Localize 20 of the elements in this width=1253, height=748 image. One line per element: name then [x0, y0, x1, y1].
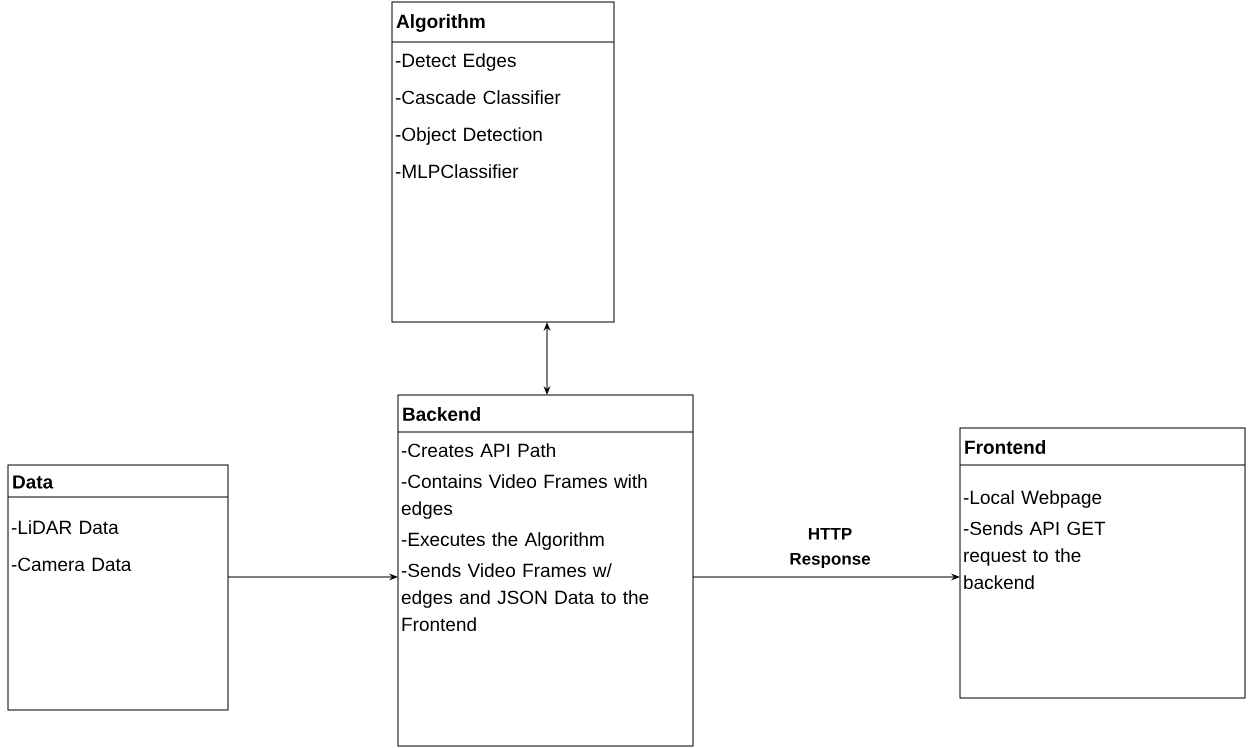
list-item: -Object Detection	[395, 127, 542, 145]
list-item: -Local Webpage	[963, 490, 1102, 508]
box-heading: Data	[13, 475, 54, 489]
arrow	[227, 574, 398, 580]
list-item: -Sends API GET request to the backend	[963, 521, 1106, 590]
arrow	[544, 322, 550, 395]
list-item: -MLPClassifier	[395, 164, 519, 179]
box-heading: Frontend	[965, 440, 1046, 454]
arrow	[692, 574, 960, 580]
list-item: -Camera Data	[11, 557, 132, 572]
edge-label: HTTP Response	[775, 527, 885, 569]
list-item: -Executes the Algorithm	[401, 532, 604, 550]
list-item: -LiDAR Data	[11, 520, 119, 535]
list-item: -Sends Video Frames w/ edges and JSON Data to the Frontend	[401, 563, 649, 632]
box-heading: Backend	[403, 407, 480, 421]
list-item: -Cascade Classifier	[395, 90, 561, 105]
list-item: -Creates API Path	[401, 443, 555, 458]
box-heading: Algorithm	[396, 14, 485, 32]
list-item: -Detect Edges	[395, 53, 516, 71]
list-item: -Contains Video Frames with edges	[401, 474, 647, 519]
